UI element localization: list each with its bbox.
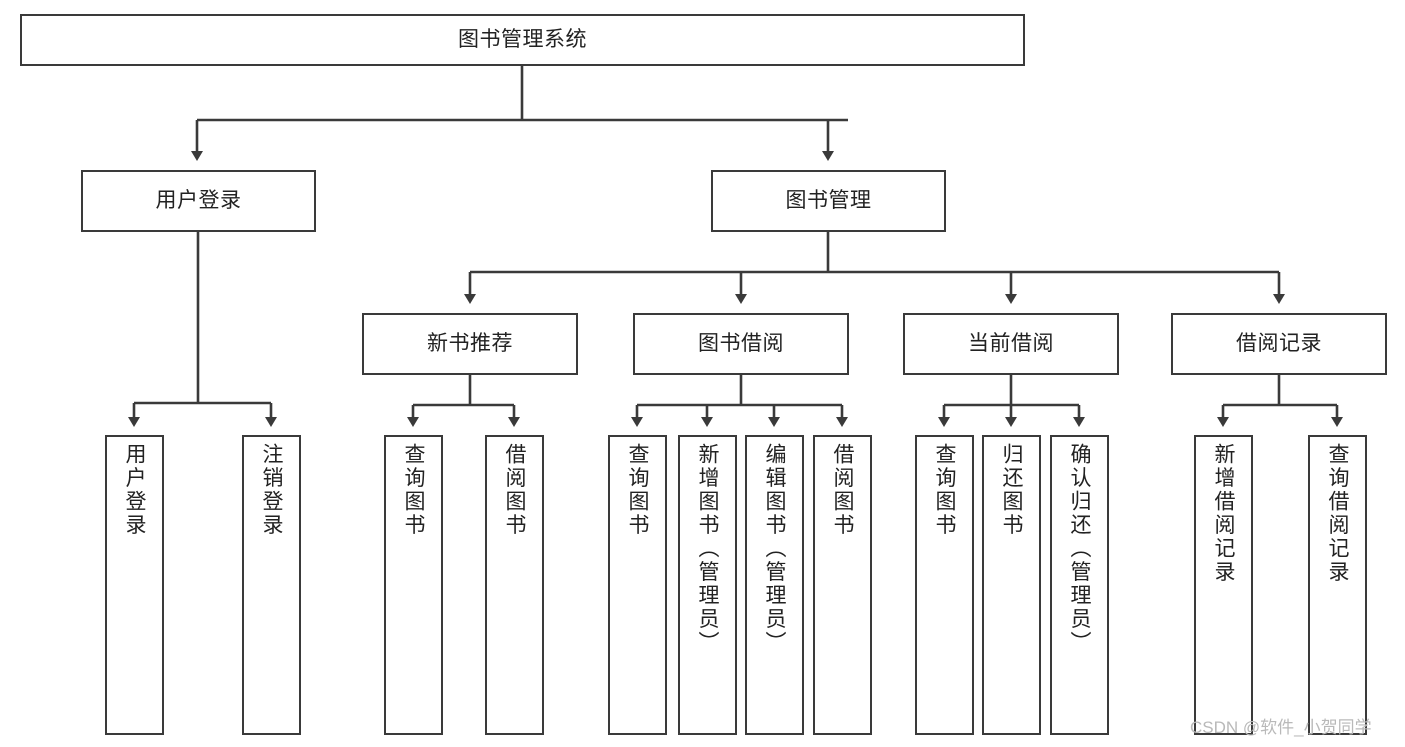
node-label: 编辑图书（管理员） <box>763 443 786 655</box>
node-book-management[interactable]: 图书管理 <box>711 170 946 232</box>
node-label: 借阅记录 <box>1236 331 1322 355</box>
csdn-watermark: CSDN @软件_小贺同学 <box>1190 718 1372 737</box>
node-leaf-borrowrecord-query-record[interactable]: 查询借阅记录 <box>1308 435 1367 735</box>
node-label: 借阅图书 <box>831 443 854 537</box>
node-leaf-newbook-borrow-book[interactable]: 借阅图书 <box>485 435 544 735</box>
node-leaf-bookborrow-add-book-admin[interactable]: 新增图书（管理员） <box>678 435 737 735</box>
node-label: 新书推荐 <box>427 331 513 355</box>
node-label: 用户登录 <box>155 188 242 212</box>
node-leaf-currentborrow-confirm-return-admin[interactable]: 确认归还（管理员） <box>1050 435 1109 735</box>
node-leaf-currentborrow-return-book[interactable]: 归还图书 <box>982 435 1041 735</box>
node-book-borrow[interactable]: 图书借阅 <box>633 313 849 375</box>
node-root-book-management-system[interactable]: 图书管理系统 <box>20 14 1025 66</box>
node-label: 查询借阅记录 <box>1326 443 1349 584</box>
node-label: 注销登录 <box>260 443 283 537</box>
node-leaf-borrowrecord-add-record[interactable]: 新增借阅记录 <box>1194 435 1253 735</box>
node-label: 查询图书 <box>626 443 649 537</box>
node-leaf-bookborrow-query-book[interactable]: 查询图书 <box>608 435 667 735</box>
node-user-login[interactable]: 用户登录 <box>81 170 316 232</box>
node-leaf-bookborrow-borrow-book[interactable]: 借阅图书 <box>813 435 872 735</box>
node-leaf-user-login[interactable]: 用户登录 <box>105 435 164 735</box>
node-leaf-currentborrow-query-book[interactable]: 查询图书 <box>915 435 974 735</box>
node-leaf-newbook-query-book[interactable]: 查询图书 <box>384 435 443 735</box>
node-label: 图书借阅 <box>698 331 784 355</box>
node-borrow-record[interactable]: 借阅记录 <box>1171 313 1387 375</box>
node-label: 当前借阅 <box>968 331 1054 355</box>
node-leaf-bookborrow-edit-book-admin[interactable]: 编辑图书（管理员） <box>745 435 804 735</box>
node-label: 用户登录 <box>123 443 146 537</box>
node-label: 图书管理系统 <box>458 27 587 51</box>
node-label: 借阅图书 <box>503 443 526 537</box>
node-leaf-logout-login[interactable]: 注销登录 <box>242 435 301 735</box>
node-label: 新增借阅记录 <box>1212 443 1235 584</box>
node-current-borrow[interactable]: 当前借阅 <box>903 313 1119 375</box>
node-label: 查询图书 <box>933 443 956 537</box>
node-label: 归还图书 <box>1000 443 1023 537</box>
node-label: 图书管理 <box>785 188 872 212</box>
node-new-book-recommend[interactable]: 新书推荐 <box>362 313 578 375</box>
node-label: 确认归还（管理员） <box>1068 443 1091 655</box>
node-label: 查询图书 <box>402 443 425 537</box>
node-label: 新增图书（管理员） <box>696 443 719 655</box>
